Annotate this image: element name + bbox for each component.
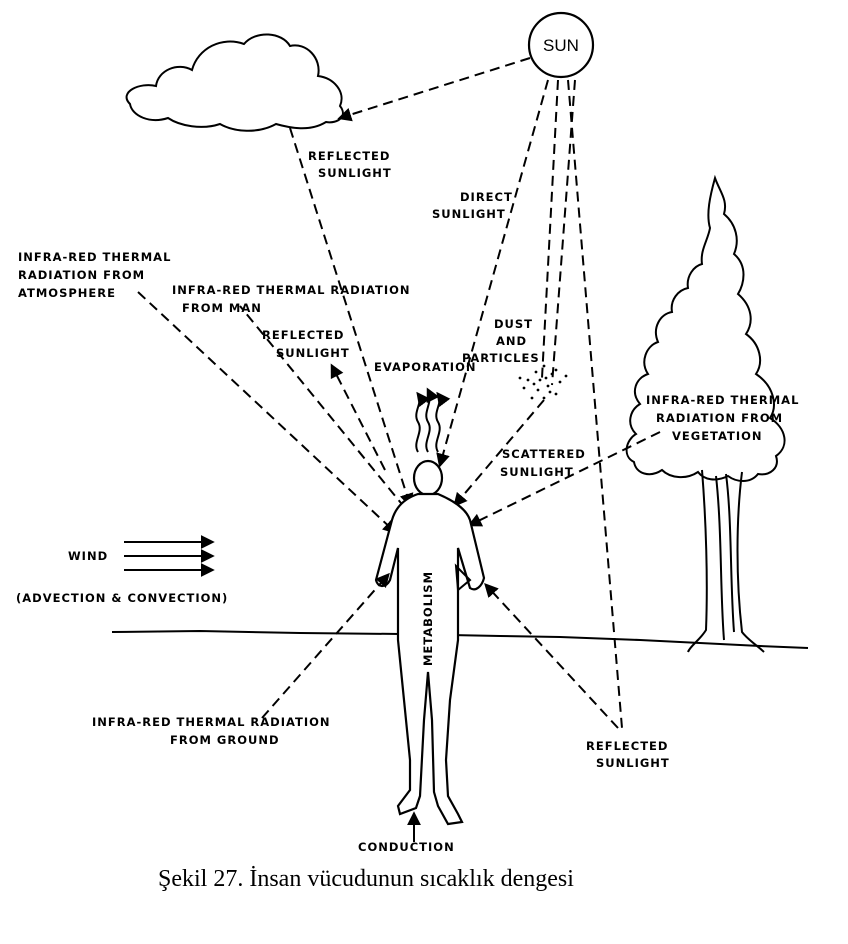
- ir-ground-line: [261, 572, 390, 719]
- cloud-icon: [125, 33, 344, 132]
- label-scattered-sunlight: SCATTERED SUNLIGHT: [500, 447, 591, 479]
- ground-line: [111, 629, 809, 649]
- label-direct-sunlight: DIRECT SUNLIGHT: [432, 190, 518, 221]
- wind-arrows-icon: [124, 535, 215, 577]
- label-dust: DUST AND PARTICLES: [462, 317, 540, 365]
- label-evaporation: EVAPORATION: [374, 360, 476, 374]
- direct-sunlight-line: [436, 79, 549, 468]
- reflected-sunlight-man-line: [330, 363, 386, 471]
- label-ir-man: INFRA-RED THERMAL RADIATION FROM MAN: [172, 283, 416, 315]
- label-reflected-sunlight-man: REFLECTED SUNLIGHT: [262, 328, 350, 360]
- sun-to-cloud-line: [337, 57, 531, 122]
- ir-vegetation-line: [467, 431, 661, 527]
- tree-icon: [625, 174, 786, 653]
- sun-to-dust-line-2: [551, 79, 576, 386]
- label-wind: WIND: [68, 549, 108, 563]
- scattered-sunlight-line: [453, 399, 545, 508]
- label-ir-atmosphere: INFRA-RED THERMAL RADIATION FROM ATMOSPH…: [18, 250, 176, 300]
- ir-man-line: [239, 305, 406, 509]
- sun-icon: [527, 11, 595, 79]
- label-reflected-sunlight-ground: REFLECTED SUNLIGHT: [586, 739, 673, 770]
- sun-label: SUN: [543, 36, 579, 55]
- cloud-reflected-line: [289, 127, 414, 508]
- label-conduction: CONDUCTION: [358, 840, 455, 854]
- figure-caption: Şekil 27. İnsan vücudunun sıcaklık denge…: [158, 866, 574, 892]
- label-metabolism: METABOLISM: [421, 571, 435, 666]
- label-ir-ground: INFRA-RED THERMAL RADIATION FROM GROUND: [92, 715, 336, 747]
- label-ir-vegetation: INFRA-RED THERMAL RADIATION FROM VEGETAT…: [646, 393, 804, 443]
- dust-particles-icon: [518, 364, 568, 400]
- reflected-ground-line: [484, 582, 619, 729]
- label-reflected-sunlight-cloud: REFLECTED SUNLIGHT: [308, 149, 395, 180]
- sun-to-dust-line: [541, 79, 559, 379]
- ir-atmosphere-line: [137, 291, 398, 534]
- evaporation-icon: [415, 387, 451, 453]
- sun-to-ground-line: [567, 79, 623, 729]
- label-advection: (ADVECTION & CONVECTION): [16, 591, 228, 605]
